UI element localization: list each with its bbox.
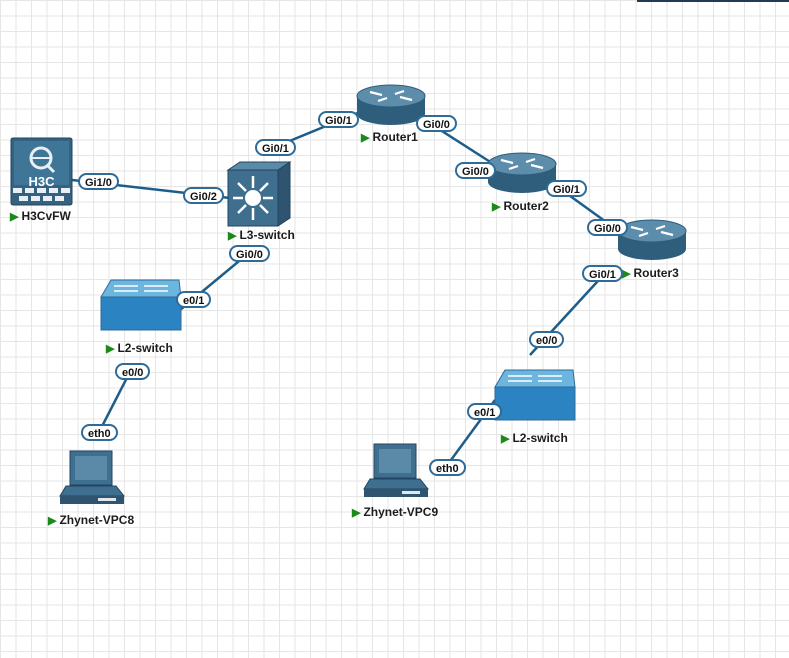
device-label-l2-switch-a[interactable]: ▶L2-switch: [106, 341, 173, 355]
status-play-icon: ▶: [228, 230, 237, 242]
device-vpc9[interactable]: [362, 443, 430, 499]
status-play-icon: ▶: [622, 268, 631, 280]
device-router3[interactable]: [617, 219, 687, 261]
device-vpc8[interactable]: [58, 450, 126, 506]
port-l3-gi0-1[interactable]: Gi0/1: [255, 139, 296, 156]
device-label-router3[interactable]: ▶Router3: [622, 266, 679, 280]
device-label-router2[interactable]: ▶Router2: [492, 199, 549, 213]
top-edge-bar: [637, 0, 789, 2]
port-r3-gi0-0[interactable]: Gi0/0: [587, 219, 628, 236]
device-l3-switch[interactable]: [226, 160, 292, 228]
port-vpc9-eth0[interactable]: eth0: [429, 459, 466, 476]
port-r1-gi0-0[interactable]: Gi0/0: [416, 115, 457, 132]
status-play-icon: ▶: [352, 507, 361, 519]
port-l2a-e0-1[interactable]: e0/1: [176, 291, 212, 308]
status-play-icon: ▶: [106, 343, 115, 355]
device-l2-switch-a[interactable]: [100, 279, 182, 331]
router-icon: [487, 152, 557, 193]
pc-icon: [59, 450, 126, 504]
l3-switch-icon: [226, 161, 292, 227]
status-play-icon: ▶: [501, 433, 510, 445]
device-l2-switch-b[interactable]: [494, 369, 576, 421]
port-l2b-e0-1[interactable]: e0/1: [467, 403, 503, 420]
port-r2-gi0-1[interactable]: Gi0/1: [546, 180, 587, 197]
device-router1[interactable]: [356, 84, 426, 126]
status-play-icon: ▶: [492, 201, 501, 213]
pc-icon: [363, 443, 430, 497]
l2-switch-icon: [494, 369, 576, 421]
device-label-vpc9[interactable]: ▶Zhynet-VPC9: [352, 505, 439, 519]
port-l3-gi0-0[interactable]: Gi0/0: [229, 245, 270, 262]
status-play-icon: ▶: [10, 211, 19, 223]
l2-switch-icon: [100, 279, 182, 331]
port-vpc8-eth0[interactable]: eth0: [81, 424, 118, 441]
port-r1-gi0-1[interactable]: Gi0/1: [318, 111, 359, 128]
device-router2[interactable]: [487, 152, 557, 194]
firewall-icon: [10, 137, 73, 206]
device-firewall[interactable]: H3C: [10, 137, 73, 206]
firewall-logo: H3C: [28, 174, 55, 189]
device-label-vpc8[interactable]: ▶Zhynet-VPC8: [48, 513, 135, 527]
port-fw-gi1-0[interactable]: Gi1/0: [78, 173, 119, 190]
status-play-icon: ▶: [48, 515, 57, 527]
port-l3-gi0-2[interactable]: Gi0/2: [183, 187, 224, 204]
device-label-firewall[interactable]: ▶H3CvFW: [10, 209, 71, 223]
status-play-icon: ▶: [361, 132, 370, 144]
router-icon: [617, 219, 687, 260]
port-l2a-e0-0[interactable]: e0/0: [115, 363, 151, 380]
device-label-l2-switch-b[interactable]: ▶L2-switch: [501, 431, 568, 445]
port-r3-gi0-1[interactable]: Gi0/1: [582, 265, 623, 282]
device-label-l3-switch[interactable]: ▶L3-switch: [228, 228, 295, 242]
port-r2-gi0-0[interactable]: Gi0/0: [455, 162, 496, 179]
device-label-router1[interactable]: ▶Router1: [361, 130, 418, 144]
router-icon: [356, 84, 426, 125]
port-l2b-e0-0[interactable]: e0/0: [529, 331, 565, 348]
